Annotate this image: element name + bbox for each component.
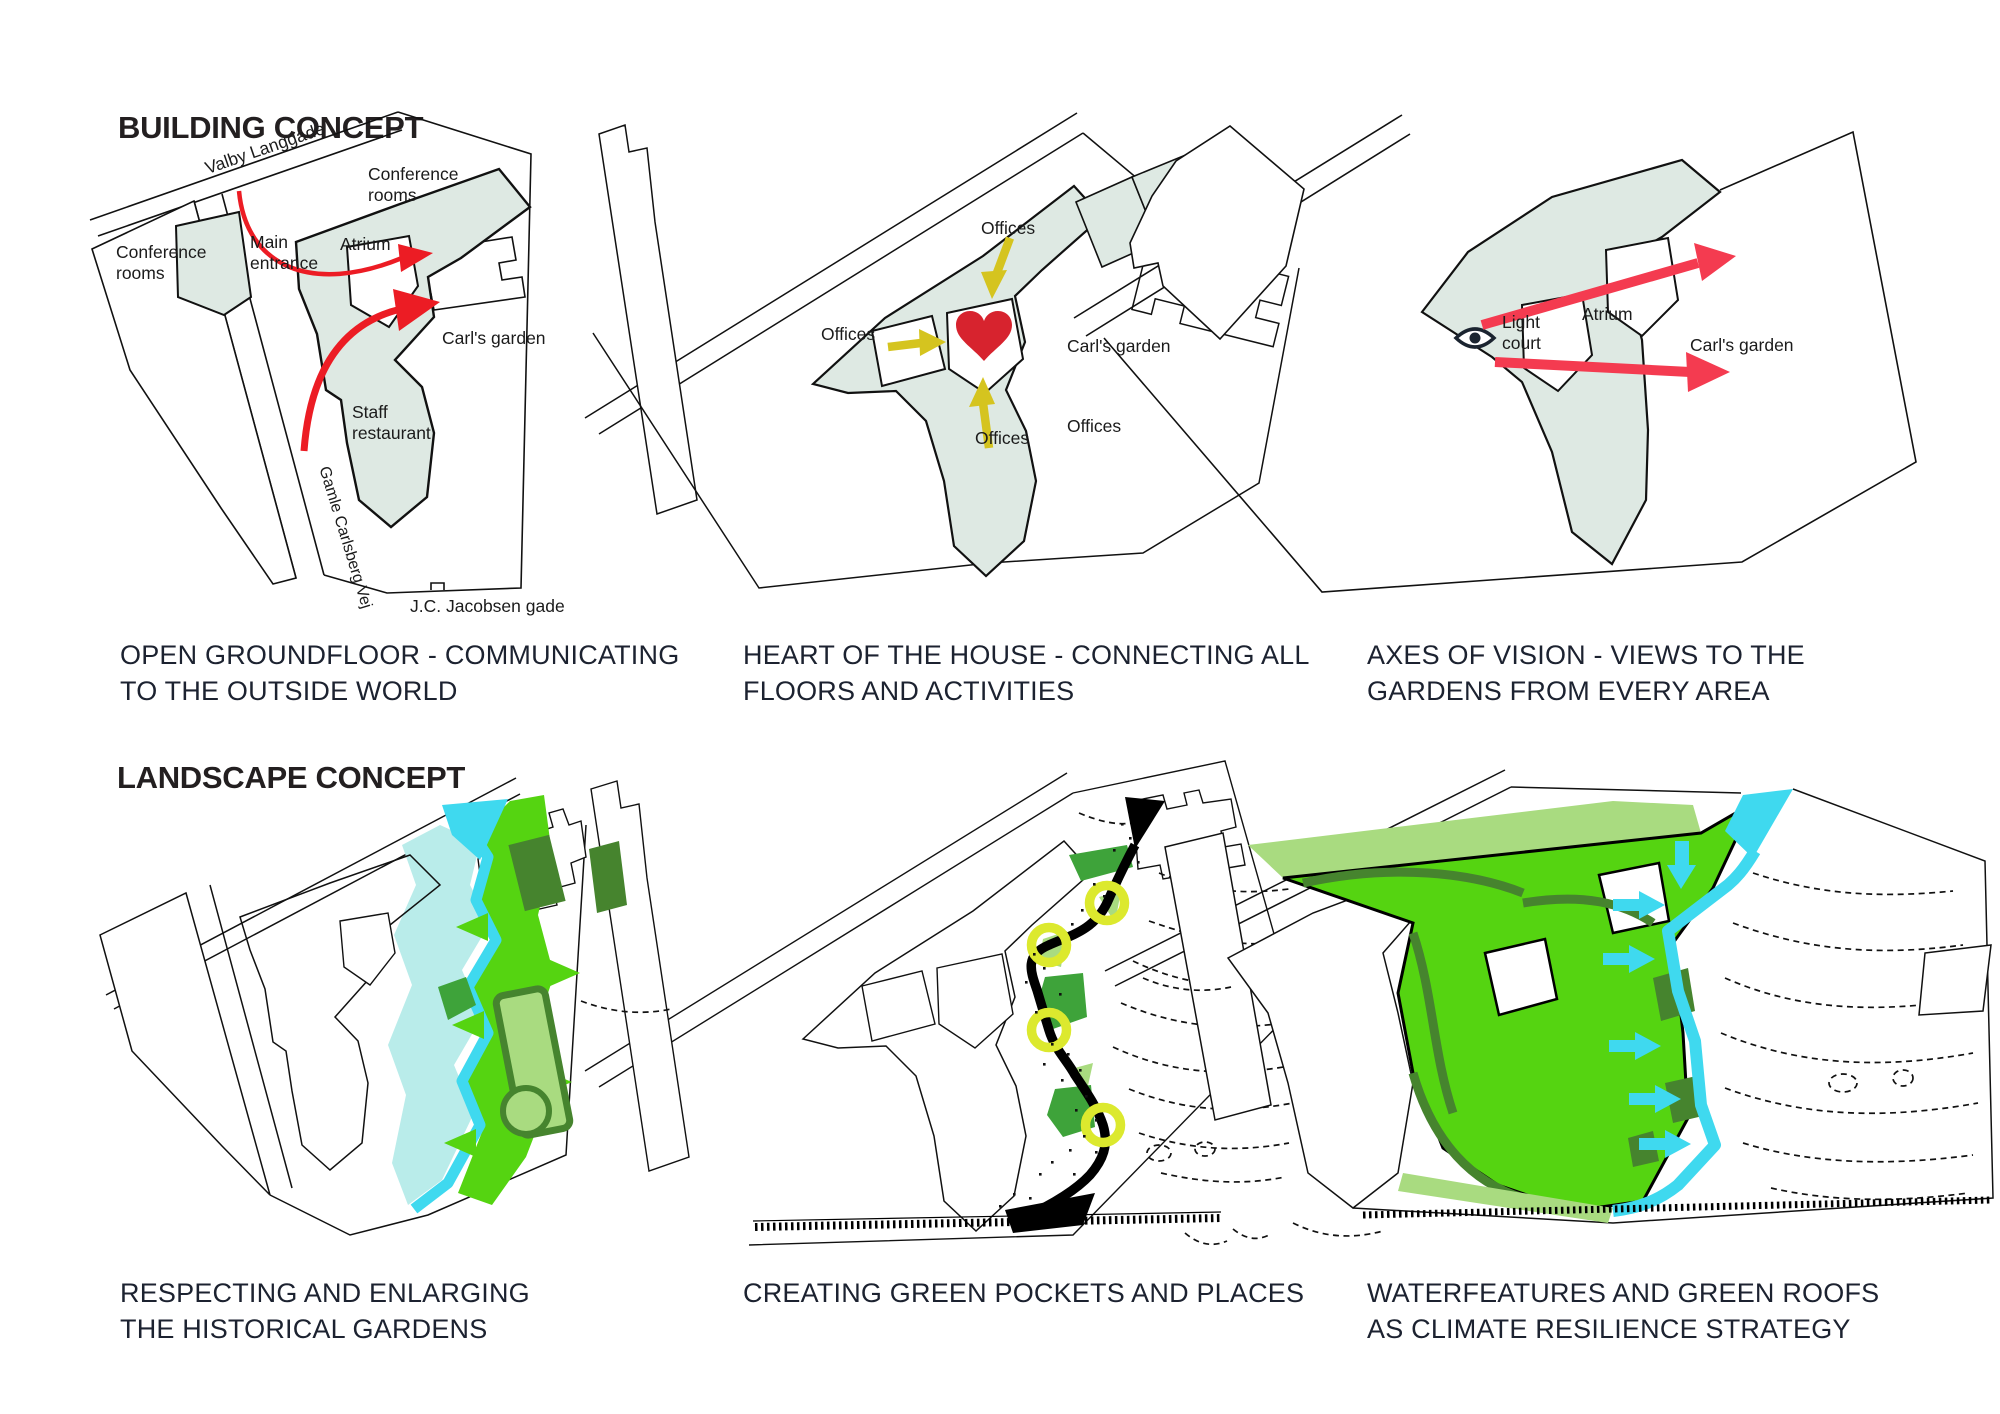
vision-arrow-upper: [1480, 243, 1736, 330]
caption-open-groundfloor: OPEN GROUNDFLOOR - COMMUNICATING TO THE …: [120, 640, 680, 706]
path-start-wedge: [1125, 797, 1165, 849]
offices-bottom-label: Offices: [975, 428, 1030, 448]
landscape-plan-1: [99, 777, 587, 1236]
path-end-wedge: [1005, 1193, 1095, 1233]
pocket-ring-4: [1080, 1102, 1126, 1148]
bottom-hatch-strip: [1362, 1196, 1992, 1219]
conference-rooms-left-shape: [174, 210, 253, 317]
left-parcel: [91, 199, 297, 585]
stipple-dots: [999, 823, 1140, 1208]
caption-axes-of-vision: AXES OF VISION - VIEWS TO THE GARDENS FR…: [1367, 640, 1805, 706]
landscape-plan-2: [580, 760, 1298, 1246]
entrance-flow-arrow-2: [300, 289, 440, 452]
courtyard-outline-1: [861, 970, 936, 1042]
connection-arrow-bottom: [969, 377, 995, 449]
water-wedge: [1725, 789, 1793, 858]
caption-waterfeatures: WATERFEATURES AND GREEN ROOFS AS CLIMATE…: [1367, 1278, 1880, 1344]
landscape-concept-heading: LANDSCAPE CONCEPT: [117, 760, 465, 795]
green-pocket: [438, 977, 476, 1020]
building-outline: [801, 839, 1094, 1233]
courtyard-hole-1: [1483, 937, 1559, 1017]
river-line: [410, 820, 502, 1214]
diagram-heart-of-house: Offices Offices Offices Carl's garden Of…: [583, 98, 1313, 608]
connection-arrow-left: [887, 329, 946, 356]
offices-left-label: Offices: [821, 324, 876, 344]
pocket-ring-2: [1026, 922, 1072, 968]
site-plan-3: [1073, 114, 1917, 593]
eye-icon: [1453, 327, 1497, 349]
heart-icon: [956, 311, 1012, 361]
building-footprint: [810, 184, 1104, 578]
bottom-hatch-line: [752, 1211, 1222, 1222]
building-concept-heading: BUILDING CONCEPT: [118, 110, 424, 145]
connection-arrow-top: [981, 236, 1014, 299]
dark-green-parcel: [589, 841, 627, 913]
offices-top-label: Offices: [981, 218, 1036, 238]
entrance-flow-arrow-1: [236, 190, 433, 277]
caption-historical-gardens: RESPECTING AND ENLARGING THE HISTORICAL …: [120, 1278, 530, 1344]
diagram-axes-of-vision: Light court Atrium Carl's garden: [1068, 98, 1998, 618]
atrium-label: Atrium: [1582, 304, 1633, 324]
main-entrance-label: Main entrance: [250, 232, 319, 273]
landscape-plan-3: [1104, 769, 1994, 1237]
vision-arrow-lower: [1494, 352, 1730, 392]
light-court-label: Light court: [1502, 312, 1541, 353]
carls-garden-label: Carl's garden: [1067, 336, 1171, 356]
site-plan-2: [584, 112, 1300, 589]
historic-water-garden: [388, 825, 490, 1205]
atrium-label: Atrium: [340, 234, 391, 254]
pocket-ring-1: [1084, 880, 1130, 926]
street-label-jacobsen: J.C. Jacobsen gade: [410, 596, 565, 616]
pocket-rings: [1026, 880, 1130, 1148]
carls-garden-label: Carl's garden: [442, 328, 546, 348]
conference-rooms-left-label: Conference rooms: [116, 242, 207, 283]
garden-circle: [500, 1085, 552, 1137]
pocket-ring-3: [1026, 1007, 1072, 1053]
courtyard-outline: [339, 912, 396, 986]
garden-building: [1129, 125, 1305, 341]
staff-restaurant-label: Staff restaurant: [352, 402, 431, 443]
diagram-green-pockets: [573, 753, 1308, 1258]
diagram-open-groundfloor: Valby Langgade Conference rooms Main ent…: [88, 98, 578, 628]
light-green-lower-band: [1398, 1173, 1613, 1223]
courtyard-hole-2: [1597, 861, 1671, 935]
garden-building: [1918, 944, 1992, 1016]
offices-right-label: Offices: [1067, 416, 1122, 436]
carls-garden-label: Carl's garden: [1690, 335, 1794, 355]
garden-rect-dark: [508, 834, 566, 912]
atrium-hole: [1604, 236, 1680, 338]
caption-heart-of-house: HEART OF THE HOUSE - CONNECTING ALL FLOO…: [743, 640, 1310, 706]
caption-green-pockets: CREATING GREEN POCKETS AND PLACES: [743, 1278, 1305, 1308]
courtyard-outline-2: [936, 953, 1014, 1049]
site-outline: [584, 112, 1300, 589]
diagram-historical-gardens: [88, 763, 593, 1248]
light-green-roof-band: [1248, 801, 1701, 878]
water-arrows: [1603, 841, 1696, 1158]
diagram-waterfeatures: [1053, 753, 1998, 1258]
building-outline: [239, 854, 442, 1171]
conference-rooms-wing-label: Conference rooms: [368, 164, 459, 205]
connection-arrows: [887, 236, 1014, 449]
site-plan-1: [89, 111, 532, 594]
